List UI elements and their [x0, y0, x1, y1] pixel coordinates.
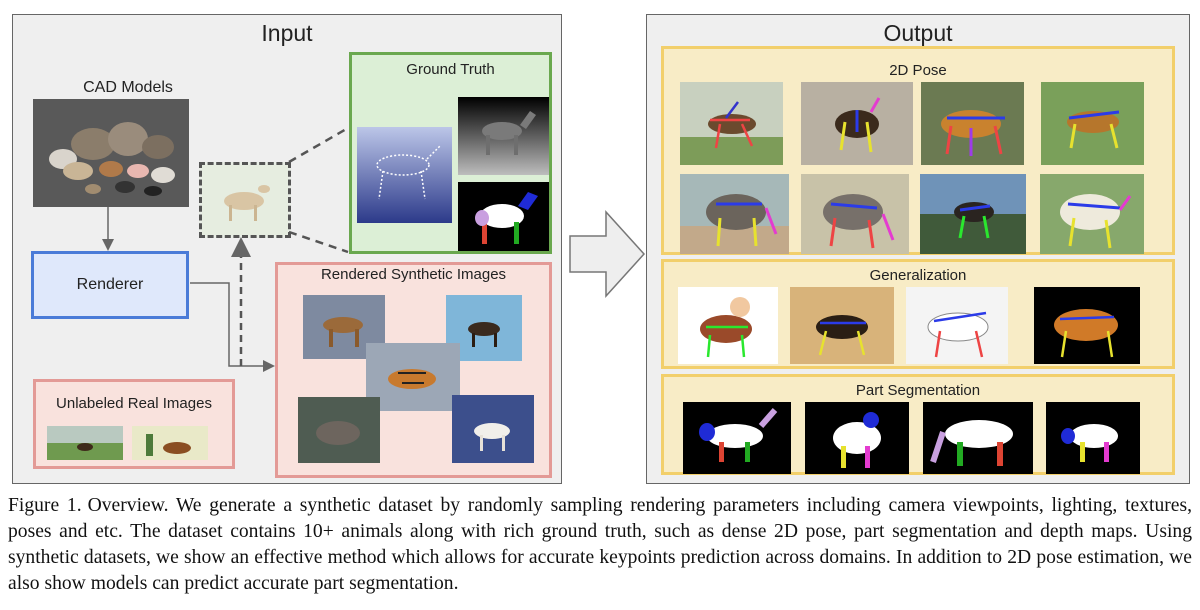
generalization-box: Generalization [661, 259, 1175, 369]
part-seg-label: Part Segmentation [855, 382, 981, 399]
pose-label: 2D Pose [889, 62, 947, 79]
caption-label: Figure 1. [8, 495, 82, 516]
pose-image-8 [1040, 174, 1144, 254]
part-seg-image-1 [683, 402, 791, 474]
renderer-box: Renderer [31, 251, 189, 319]
pose-image-7 [920, 174, 1026, 254]
real-image-2 [132, 426, 208, 460]
gt-keypoint-image [357, 127, 452, 223]
input-panel: Input CAD Models Renderer Unlabeled Real… [12, 14, 562, 484]
gt-depth-image [458, 97, 549, 175]
unlabeled-real-box: Unlabeled Real Images [33, 379, 235, 469]
pose-image-1 [680, 82, 783, 165]
ground-truth-label: Ground Truth [406, 61, 495, 78]
synthetic-image-5 [452, 395, 534, 463]
generalization-label: Generalization [869, 267, 967, 284]
part-seg-image-3 [923, 402, 1033, 474]
caption-text: Overview. We generate a synthetic datase… [8, 495, 1193, 594]
synthetic-image-3 [366, 343, 460, 411]
generalization-image-4 [1034, 287, 1140, 364]
input-title: Input [261, 20, 313, 46]
output-title: Output [883, 20, 953, 46]
generalization-image-3 [906, 287, 1008, 364]
generalization-image-2 [790, 287, 894, 364]
cad-models-image [33, 99, 189, 207]
ground-truth-box: Ground Truth [349, 52, 552, 254]
generalization-image-1 [678, 287, 778, 364]
pose-image-4 [1041, 82, 1144, 165]
output-panel: Output 2D Pose [646, 14, 1190, 484]
pose-image-5 [680, 174, 789, 254]
synthetic-image-4 [298, 397, 380, 463]
pose-image-2 [801, 82, 913, 165]
part-seg-image-4 [1046, 402, 1140, 474]
pose-image-6 [801, 174, 909, 254]
rendered-synthetic-box: Rendered Synthetic Images [275, 262, 552, 478]
unlabeled-real-label: Unlabeled Real Images [56, 395, 212, 412]
big-arrow [569, 210, 646, 298]
pose-box: 2D Pose [661, 46, 1175, 255]
cad-models-label: CAD Models [83, 79, 173, 96]
rendered-synthetic-label: Rendered Synthetic Images [320, 266, 507, 283]
part-seg-image-2 [805, 402, 909, 474]
gt-segmentation-image [458, 182, 549, 251]
figure-caption: Figure 1.Overview. We generate a synthet… [8, 493, 1192, 597]
pose-image-3 [921, 82, 1024, 165]
real-image-1 [47, 426, 123, 460]
part-seg-box: Part Segmentation [661, 374, 1175, 475]
sample-render-image [202, 165, 288, 235]
renderer-label: Renderer [76, 276, 144, 293]
sample-render-box [199, 162, 291, 238]
